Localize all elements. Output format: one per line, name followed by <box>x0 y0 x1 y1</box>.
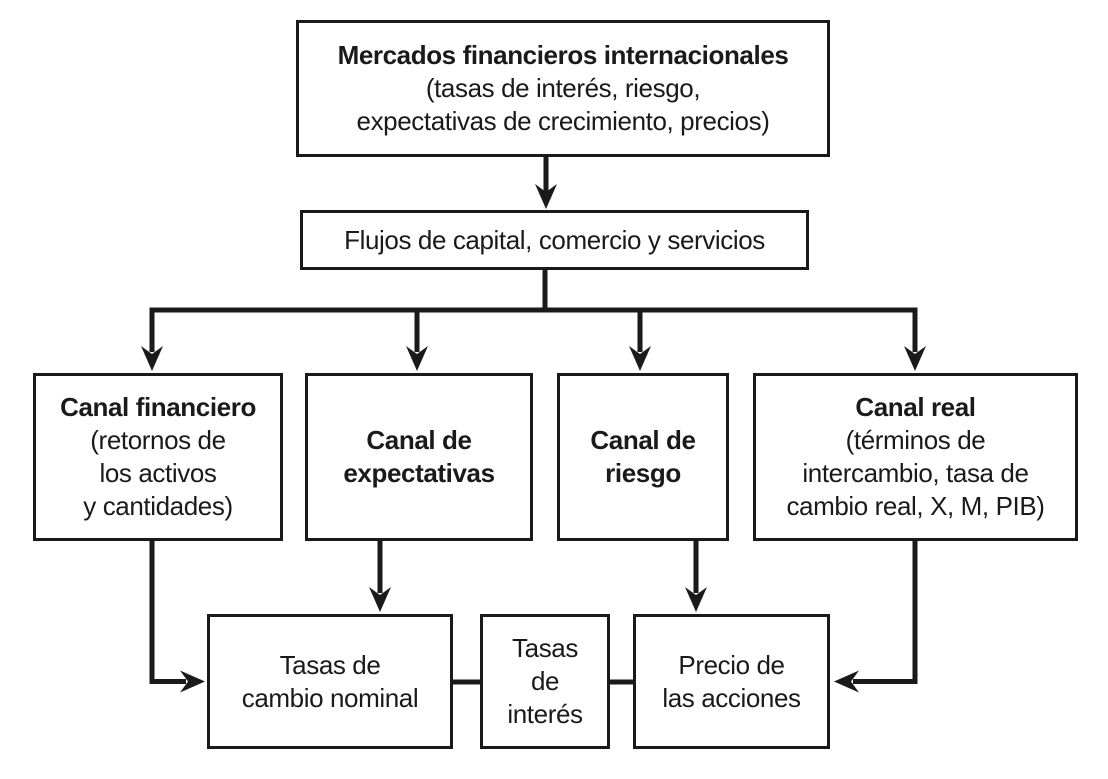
node-subtitle-line: los activos <box>99 458 217 488</box>
node-subtitle-line: y cantidades) <box>83 491 233 521</box>
node-canal-real: Canal real (términos de intercambio, tas… <box>753 373 1078 541</box>
node-precio-acciones: Precio de las acciones <box>633 614 830 749</box>
connector-flujos-branch-bar <box>149 270 918 313</box>
node-title: de <box>530 666 560 696</box>
node-canal-financiero: Canal financiero (retornos de los activo… <box>33 373 283 541</box>
node-title: Tasas <box>512 633 578 663</box>
node-tasas-interes: Tasas de interés <box>480 614 610 749</box>
arrow-branch-to-canal-expectativas <box>406 307 428 371</box>
node-canal-expectativas: Canal de expectativas <box>305 373 533 541</box>
node-title: Mercados financieros internacionales <box>337 40 789 70</box>
arrow-branch-to-canal-financiero <box>141 307 163 371</box>
arrow-canal-riesgo-to-precio-acciones <box>685 541 707 612</box>
node-title: interés <box>507 699 583 729</box>
node-title: expectativas <box>343 458 495 488</box>
node-title: las acciones <box>662 682 801 713</box>
arrow-mercados-to-flujos <box>535 157 557 209</box>
arrow-branch-to-canal-real <box>904 307 926 371</box>
node-title: Canal de <box>590 425 696 455</box>
node-title: Tasas de <box>279 649 381 680</box>
node-title: Flujos de capital, comercio y servicios <box>344 224 765 255</box>
node-subtitle-line: expectativas de crecimiento, precios) <box>356 106 770 136</box>
node-subtitle-line: cambio real, X, M, PIB) <box>786 491 1045 521</box>
node-title: Canal real <box>855 392 976 422</box>
node-canal-riesgo: Canal de riesgo <box>557 373 729 541</box>
node-subtitle-line: (tasas de interés, riesgo, <box>425 73 701 103</box>
arrow-branch-to-canal-riesgo <box>629 307 651 371</box>
node-subtitle-line: (términos de <box>845 425 986 455</box>
node-mercados-financieros: Mercados financieros internacionales (ta… <box>296 20 830 157</box>
node-subtitle-line: intercambio, tasa de <box>802 458 1029 488</box>
node-subtitle-line: (retornos de <box>90 425 226 455</box>
arrow-canal-financiero-to-tasas-nominal <box>149 541 205 693</box>
node-tasas-cambio-nominal: Tasas de cambio nominal <box>207 614 453 749</box>
node-title: cambio nominal <box>241 682 419 713</box>
node-flujos-capital: Flujos de capital, comercio y servicios <box>300 210 809 270</box>
arrow-canal-expectativas-to-tasas-nominal <box>369 541 391 612</box>
arrow-canal-real-to-precio-acciones <box>834 541 918 693</box>
node-title: Canal de <box>366 425 472 455</box>
node-title: Canal financiero <box>60 392 256 422</box>
node-title: riesgo <box>605 458 681 488</box>
node-title: Precio de <box>678 649 785 680</box>
